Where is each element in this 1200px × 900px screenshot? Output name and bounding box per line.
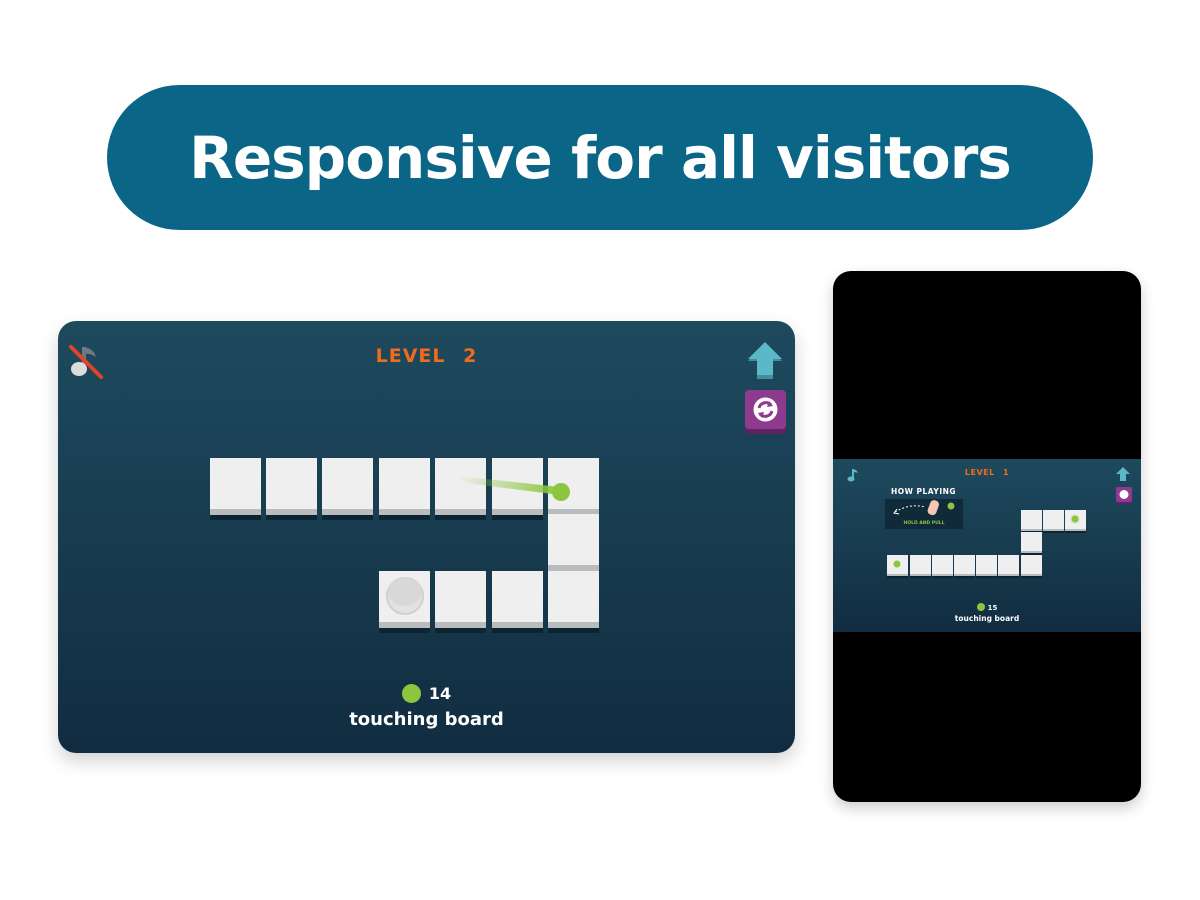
player-ball	[552, 483, 570, 501]
board-tile[interactable]	[548, 571, 599, 622]
level-number: 2	[463, 345, 478, 367]
mobile-game-view: LEVEL 1 HOW PLAYING	[833, 459, 1141, 632]
mobile-level-number: 1	[1003, 468, 1010, 477]
board-tile[interactable]	[548, 458, 599, 509]
board-tile[interactable]	[976, 555, 997, 574]
tutorial-title: HOW PLAYING	[891, 487, 957, 496]
board-tile[interactable]	[379, 458, 430, 509]
music-icon[interactable]	[847, 467, 859, 486]
mobile-moves-counter: 15	[833, 603, 1141, 612]
tutorial-box: HOLD AND PULL	[885, 499, 963, 529]
mobile-mockup: LEVEL 1 HOW PLAYING	[833, 271, 1141, 802]
board-tile[interactable]	[1021, 532, 1042, 551]
game-overlay	[386, 476, 570, 615]
board-tile[interactable]	[998, 555, 1019, 574]
mode-label: touching board	[349, 709, 504, 730]
music-muted-icon[interactable]	[68, 341, 104, 381]
board-tile[interactable]	[266, 458, 317, 509]
mobile-level-title: LEVEL 1	[833, 468, 1141, 477]
hand-icon	[893, 500, 955, 516]
moves-count: 14	[428, 684, 452, 703]
home-arrow-icon[interactable]	[747, 341, 783, 381]
tutorial-panel: HOW PLAYING HOLD AND PULL	[885, 487, 963, 533]
board-tile[interactable]	[932, 555, 953, 574]
feature-banner: Responsive for all visitors	[107, 85, 1093, 230]
board-tile[interactable]	[910, 555, 931, 574]
board-tile[interactable]	[435, 571, 486, 622]
moves-counter: 14	[58, 684, 795, 703]
banner-title: Responsive for all visitors	[189, 123, 1012, 192]
board-tile[interactable]	[322, 458, 373, 509]
desktop-game-view: LEVEL 2	[58, 321, 795, 753]
goal-hole-inner	[388, 578, 422, 606]
mobile-level-label: LEVEL	[964, 468, 995, 477]
moves-count: 15	[987, 604, 998, 612]
level-label: LEVEL	[375, 345, 446, 367]
board-tile[interactable]	[1021, 510, 1042, 529]
ball-trail	[458, 476, 560, 495]
restart-button[interactable]	[1116, 487, 1132, 508]
mobile-game-overlay	[893, 514, 1080, 568]
home-arrow-icon[interactable]	[1116, 467, 1130, 486]
mobile-mode-label: touching board	[954, 614, 1020, 623]
player-ball	[893, 560, 901, 568]
tutorial-hint: HOLD AND PULL	[903, 521, 945, 526]
ball-icon	[976, 603, 985, 611]
board-tile[interactable]	[548, 514, 599, 565]
board-tile[interactable]	[1021, 555, 1042, 574]
ball-icon	[401, 684, 421, 703]
restart-button[interactable]	[745, 390, 786, 434]
level-title: LEVEL 2	[58, 345, 795, 367]
goal-ball	[1071, 515, 1079, 523]
board-tile[interactable]	[492, 571, 543, 622]
board-tile[interactable]	[954, 555, 975, 574]
board-tile[interactable]	[210, 458, 261, 509]
board-tile[interactable]	[1043, 510, 1064, 529]
